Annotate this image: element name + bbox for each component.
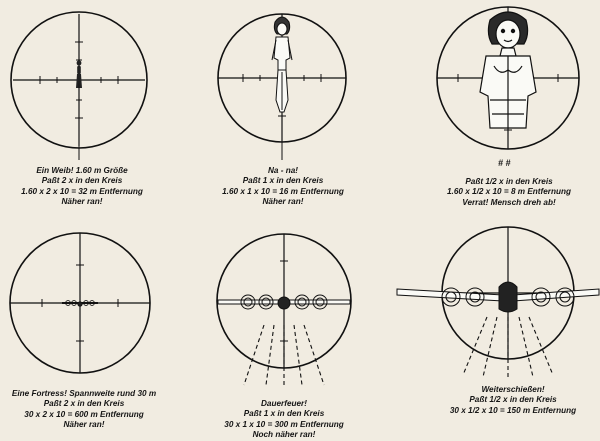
- panel-woman-8m: # # Paßt 1/2 x in den Kreis 1.60 x 1/2 x…: [410, 0, 600, 215]
- reticle-2: [217, 13, 347, 160]
- panel-woman-32m: Ein Weib! 1.60 m Größe Paßt 2 x in den K…: [0, 0, 200, 215]
- bomber-small: [62, 300, 98, 307]
- woman-figure-large: [479, 11, 537, 129]
- panel-woman-16m: Na - na! Paßt 1 x in den Kreis 1.60 x 1 …: [200, 0, 410, 215]
- caption-6: Weiterschießen! Paßt 1/2 x in den Kreis …: [449, 385, 577, 415]
- reticle-3: [436, 6, 580, 150]
- panel-fortress-150m: Weiterschießen! Paßt 1/2 x in den Kreis …: [395, 225, 600, 439]
- caption-5: Dauerfeuer! Paßt 1 x in den Kreis 30 x 1…: [224, 399, 344, 440]
- reticle-4: [9, 232, 151, 374]
- panel-fortress-600m: Eine Fortress! Spannweite rund 30 m Paßt…: [0, 225, 200, 439]
- caption-2: Na - na! Paßt 1 x in den Kreis 1.60 x 1 …: [222, 166, 344, 207]
- tracer-lines-5: [243, 324, 325, 387]
- caption-4: Eine Fortress! Spannweite rund 30 m Paßt…: [11, 389, 157, 430]
- reticle-6: [396, 226, 600, 379]
- woman-figure-medium: [271, 16, 293, 113]
- caption-3: Paßt 1/2 x in den Kreis 1.60 x 1/2 x 10 …: [446, 177, 571, 207]
- reticle-5: [216, 233, 352, 387]
- panel-fortress-300m: Dauerfeuer! Paßt 1 x in den Kreis 30 x 1…: [200, 225, 410, 439]
- bomber-large: [396, 281, 600, 313]
- tracer-lines-6: [462, 316, 554, 379]
- caption-1: Ein Weib! 1.60 m Größe Paßt 2 x in den K…: [21, 166, 143, 207]
- reticle-1: [10, 11, 148, 160]
- woman-figure-small: [76, 60, 82, 88]
- bomber-medium: [217, 294, 351, 310]
- marks-3: # #: [498, 158, 511, 168]
